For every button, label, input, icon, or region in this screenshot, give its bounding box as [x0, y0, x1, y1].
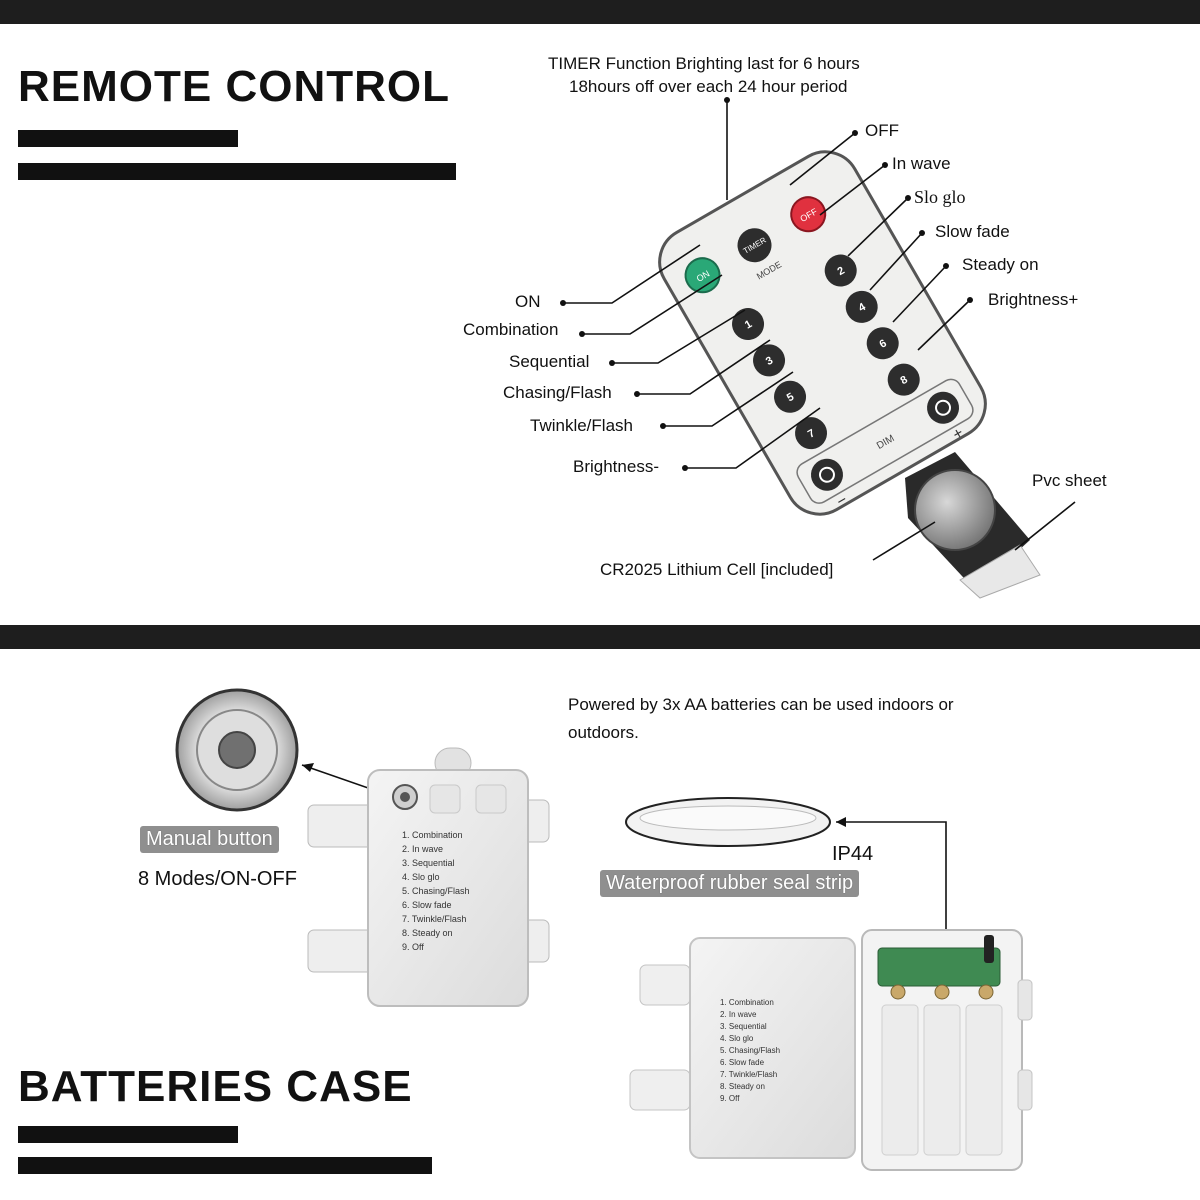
svg-text:1: 1: [743, 318, 754, 331]
heading-underline-short: [18, 130, 238, 147]
svg-text:5: 5: [785, 391, 796, 404]
svg-text:2. In wave: 2. In wave: [720, 1010, 757, 1019]
svg-text:9. Off: 9. Off: [402, 942, 424, 952]
svg-text:3. Sequential: 3. Sequential: [720, 1022, 767, 1031]
timer-label-line1: TIMER Function Brighting last for 6 hour…: [548, 54, 860, 73]
on-button: [684, 257, 721, 294]
svg-text:6. Slow fade: 6. Slow fade: [402, 900, 452, 910]
label-slo-glo: Slo glo: [914, 187, 966, 207]
label-off: OFF: [865, 121, 899, 140]
case-mode-list: 1. Combination 2. In wave 3. Sequential …: [402, 830, 470, 952]
powered-line1: Powered by 3x AA batteries can be used i…: [568, 695, 954, 714]
label-pvc-sheet: Pvc sheet: [1032, 471, 1107, 490]
middle-bar: [0, 625, 1200, 649]
svg-text:8: 8: [899, 374, 910, 387]
label-in-wave: In wave: [892, 154, 951, 173]
battery-tray: [905, 452, 1041, 599]
powered-line2: outdoors.: [568, 723, 639, 742]
manual-button-tag: Manual button: [140, 826, 279, 853]
svg-text:1. Combination: 1. Combination: [720, 998, 774, 1007]
svg-text:4. Slo glo: 4. Slo glo: [402, 872, 440, 882]
label-twinkle-flash: Twinkle/Flash: [530, 416, 633, 435]
svg-text:3. Sequential: 3. Sequential: [402, 858, 455, 868]
svg-text:4. Slo glo: 4. Slo glo: [720, 1034, 754, 1043]
svg-text:1. Combination: 1. Combination: [402, 830, 463, 840]
closed-battery-case: [307, 747, 550, 1007]
timer-button: [737, 228, 772, 263]
svg-text:2: 2: [836, 265, 847, 278]
label-combination: Combination: [463, 320, 559, 339]
svg-text:7: 7: [806, 427, 817, 440]
svg-text:7. Twinkle/Flash: 7. Twinkle/Flash: [720, 1070, 777, 1079]
svg-text:3: 3: [764, 355, 775, 368]
svg-text:6: 6: [878, 337, 889, 350]
remote-leader-lines: [563, 100, 1076, 561]
batteries-underline-short: [18, 1126, 238, 1143]
batteries-heading: BATTERIES CASE: [18, 1062, 413, 1111]
svg-text:8. Steady on: 8. Steady on: [720, 1082, 765, 1091]
remote-control: ON TIMER OFF MODE 1 2 3 4 5 6 7 8: [658, 150, 987, 516]
label-on: ON: [515, 292, 541, 311]
svg-text:6. Slow fade: 6. Slow fade: [720, 1058, 765, 1067]
svg-text:5. Chasing/Flash: 5. Chasing/Flash: [720, 1046, 780, 1055]
timer-label-line2: 18hours off over each 24 hour period: [569, 77, 848, 96]
svg-text:2. In wave: 2. In wave: [402, 844, 443, 854]
svg-text:5. Chasing/Flash: 5. Chasing/Flash: [402, 886, 470, 896]
manual-button-closeup: [175, 688, 299, 812]
heading-underline-long: [18, 163, 456, 180]
label-brightness-minus: Brightness-: [573, 457, 659, 476]
batteries-underline-long: [18, 1157, 432, 1174]
label-brightness-plus: Brightness+: [988, 290, 1079, 309]
label-sequential: Sequential: [509, 352, 590, 371]
label-chasing-flash: Chasing/Flash: [503, 383, 612, 402]
coin-cell: [914, 469, 996, 551]
remote-heading: REMOTE CONTROL: [18, 62, 450, 111]
number-buttons: [732, 254, 920, 450]
label-slow-fade: Slow fade: [935, 222, 1010, 241]
open-case-mode-list: 1. Combination 2. In wave 3. Sequential …: [720, 998, 780, 1103]
label-coin-cell: CR2025 Lithium Cell [included]: [600, 560, 834, 579]
svg-text:7. Twinkle/Flash: 7. Twinkle/Flash: [402, 914, 466, 924]
top-bar: [0, 0, 1200, 24]
label-steady-on: Steady on: [962, 255, 1039, 274]
svg-text:8. Steady on: 8. Steady on: [402, 928, 453, 938]
off-button: [790, 196, 827, 233]
open-battery-case: [629, 929, 1033, 1171]
svg-text:9. Off: 9. Off: [720, 1094, 740, 1103]
brightness-minus-button: [810, 458, 843, 491]
seal-strip-tag: Waterproof rubber seal strip: [600, 870, 860, 897]
modes-label: 8 Modes/ON-OFF: [138, 868, 297, 890]
ip-label: IP44: [832, 843, 874, 865]
brightness-plus-button: [927, 391, 960, 424]
